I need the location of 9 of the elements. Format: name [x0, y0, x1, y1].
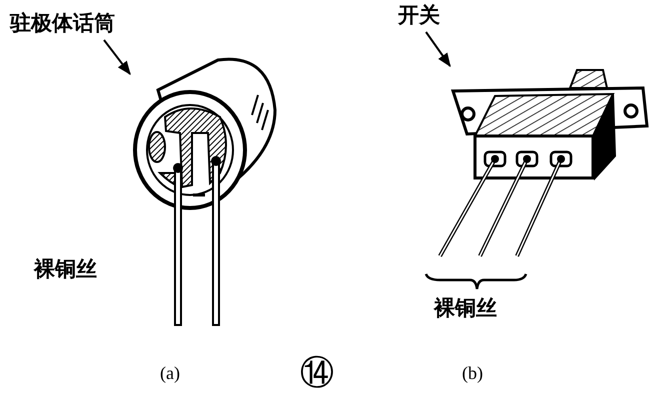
panel-label: (b)	[462, 364, 483, 384]
part-label: 开关	[398, 4, 441, 28]
part-label: 驻极体话筒	[10, 12, 116, 36]
part-label: 裸铜丝	[434, 297, 497, 320]
leader-arrow	[425, 31, 451, 68]
figure-number: ⑭	[300, 355, 334, 392]
leader-arrow	[103, 39, 131, 76]
part-label: 裸铜丝	[34, 258, 97, 282]
panel-label: (a)	[160, 364, 180, 384]
